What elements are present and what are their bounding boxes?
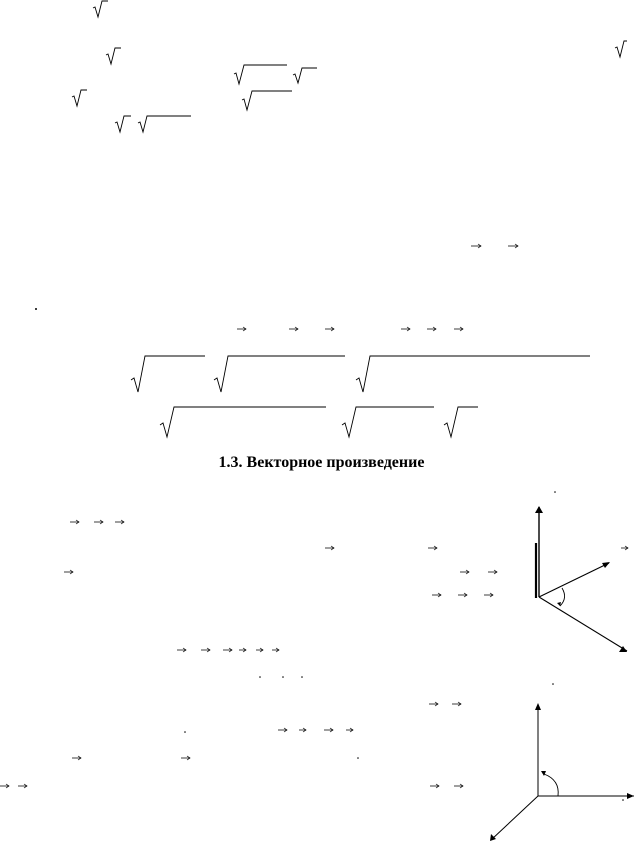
vector-arrow-mark: [0, 243, 629, 789]
radical-sign: [614, 40, 627, 59]
radical-sign: [355, 355, 590, 393]
vector-a: [538, 562, 610, 598]
radical-sign: [443, 406, 478, 439]
radical-sign: [159, 406, 326, 439]
text-dot-mark: [35, 308, 624, 801]
radical-sign: [92, 0, 108, 19]
radical-sign: [71, 89, 87, 108]
radical-sign: [105, 47, 121, 66]
radical-sign: [137, 115, 191, 134]
section-heading: 1.3. Векторное произведение: [218, 454, 425, 471]
radical-sign: [114, 115, 131, 134]
radical-sign: [241, 90, 292, 112]
radical-sign: [130, 355, 205, 393]
radical-sign: [341, 406, 434, 439]
coordinate-axes-figure: [490, 703, 634, 841]
vector-b: [538, 596, 628, 652]
radical-sign: [292, 67, 317, 85]
vector-product-figure: [534, 506, 628, 652]
radical-sign: [213, 355, 345, 393]
radical-sign: [233, 64, 287, 86]
rotation-arc: [543, 773, 559, 797]
angle-arc: [559, 587, 565, 607]
x-axis: [490, 795, 539, 841]
